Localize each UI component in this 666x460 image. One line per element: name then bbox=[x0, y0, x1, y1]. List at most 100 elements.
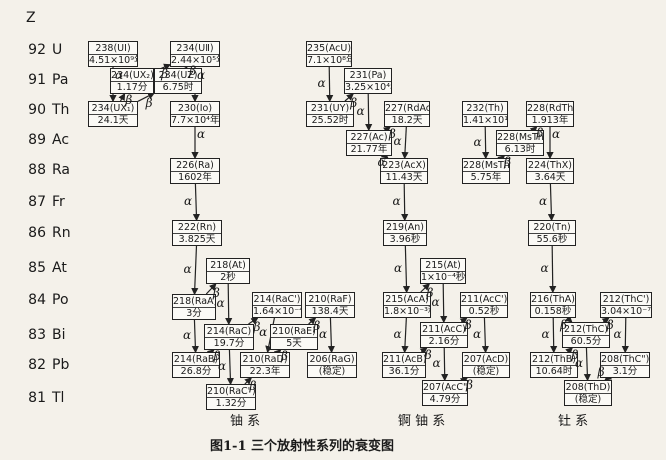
element-symbol: Ra bbox=[52, 162, 70, 178]
nuclide-box: 232(Th)1.41×10¹⁰年 bbox=[462, 101, 508, 127]
beta-decay-label: β bbox=[424, 348, 432, 363]
alpha-decay-label: α bbox=[575, 356, 584, 371]
half-life: 1.17分 bbox=[111, 81, 153, 93]
decay-arrow bbox=[137, 92, 156, 102]
decay-arrow bbox=[565, 347, 574, 355]
element-symbol: Po bbox=[52, 292, 69, 308]
nuclide-box: 211(AcB)36.1分 bbox=[382, 352, 426, 378]
alpha-decay-label: α bbox=[539, 194, 548, 209]
atomic-number: 82 bbox=[28, 357, 46, 373]
decay-arrow bbox=[459, 317, 468, 325]
nuclide-name: 212(ThB) bbox=[532, 354, 576, 365]
nuclide-name: 234(UZ) bbox=[158, 70, 198, 81]
beta-decay-label: β bbox=[213, 349, 221, 364]
half-life: 2.16分 bbox=[421, 335, 467, 347]
element-symbol: Th bbox=[52, 102, 70, 118]
decay-arrow bbox=[327, 317, 335, 354]
nuclide-name: 211(AcC) bbox=[422, 324, 466, 335]
alpha-decay-label: α bbox=[473, 327, 482, 342]
nuclide-name: 230(Io) bbox=[177, 103, 213, 114]
half-life: 6.75时 bbox=[155, 81, 201, 93]
half-life: 21.77年 bbox=[347, 143, 391, 155]
beta-decay-label: β bbox=[388, 126, 396, 141]
alpha-decay-label: α bbox=[552, 126, 561, 141]
nuclide-box: 206(RaG)(稳定) bbox=[307, 352, 357, 378]
figure-caption: 图1-1 三个放射性系列的衰变图 bbox=[210, 439, 395, 454]
beta-decay-label: β bbox=[606, 318, 614, 333]
half-life: 4.51×10⁹年 bbox=[89, 54, 137, 66]
element-symbol: Rn bbox=[52, 225, 71, 241]
nuclide-name: 234(UX₁) bbox=[91, 103, 135, 114]
beta-decay-label: β bbox=[464, 318, 472, 333]
beta-decay-label: β bbox=[281, 348, 288, 363]
alpha-decay-label: α bbox=[377, 155, 386, 170]
decay-arrow bbox=[225, 283, 233, 326]
nuclide-name: 216(ThA) bbox=[531, 294, 575, 305]
nuclide-name: 227(RdAc) bbox=[385, 103, 430, 114]
nuclide-name: 208(ThD) bbox=[565, 382, 611, 393]
nuclide-box: 214(RaC)19.7分 bbox=[204, 324, 254, 350]
alpha-decay-label: α bbox=[216, 296, 225, 311]
nuclide-box: 219(An)3.96秒 bbox=[383, 220, 427, 246]
nuclide-box: 234(UX₁)24.1天 bbox=[88, 101, 138, 127]
alpha-decay-label: α bbox=[613, 326, 622, 341]
decay-arrow bbox=[441, 347, 449, 382]
decay-arrow bbox=[191, 319, 199, 354]
beta-decay-label: β bbox=[161, 67, 169, 82]
nuclide-box: 220(Tn)55.6秒 bbox=[528, 220, 576, 246]
half-life: 0.158秒 bbox=[531, 305, 575, 317]
element-symbol: Pa bbox=[52, 72, 69, 88]
alpha-decay-label: α bbox=[392, 194, 401, 209]
alpha-decay-label: α bbox=[541, 327, 550, 342]
half-life: 10.64时 bbox=[531, 365, 577, 377]
decay-arrow bbox=[244, 377, 253, 385]
half-life: 0.52秒 bbox=[461, 305, 507, 317]
decay-arrow bbox=[440, 283, 448, 324]
nuclide-box: 234(UZ)6.75时 bbox=[154, 68, 202, 94]
nuclide-box: 210(RaC")1.32分 bbox=[206, 384, 256, 410]
nuclide-box: 238(UⅠ)4.51×10⁹年 bbox=[88, 41, 138, 67]
nuclide-box: 234(UX₂)1.17分 bbox=[110, 68, 154, 94]
element-row-label: 88 Ra bbox=[22, 162, 82, 178]
nuclide-box: 211(AcC')0.52秒 bbox=[460, 292, 508, 318]
nuclide-name: 208(ThC") bbox=[601, 354, 650, 365]
half-life: 4.79分 bbox=[423, 393, 467, 405]
half-life: 3.1分 bbox=[601, 365, 649, 377]
alpha-decay-label: α bbox=[317, 76, 326, 91]
series-label-uranium: 铀 系 bbox=[230, 414, 261, 429]
half-life: 11.43天 bbox=[381, 171, 427, 183]
nuclide-box: 226(Ra)1602年 bbox=[170, 158, 220, 184]
element-symbol: Ac bbox=[52, 132, 70, 148]
nuclide-box: 231(UY)25.52时 bbox=[306, 101, 354, 127]
beta-decay-label: β bbox=[189, 63, 197, 78]
nuclide-box: 212(ThB)10.64时 bbox=[530, 352, 578, 378]
nuclide-box: 222(Rn)3.825天 bbox=[172, 220, 222, 246]
beta-decay-label: β bbox=[249, 378, 257, 393]
half-life: 18.2天 bbox=[385, 114, 429, 126]
nuclide-name: 211(AcB) bbox=[383, 354, 426, 365]
alpha-decay-label: α bbox=[197, 126, 206, 141]
series-label-actinium: 锕 铀 系 bbox=[398, 414, 446, 429]
decay-arrow bbox=[308, 317, 317, 325]
element-symbol: Pb bbox=[52, 357, 70, 373]
beta-decay-label: β bbox=[536, 126, 544, 141]
nuclide-box: 214(RaC')1.64×10⁻⁴秒 bbox=[252, 292, 302, 318]
nuclide-name: 218(At) bbox=[210, 260, 246, 271]
element-symbol: Tl bbox=[52, 390, 65, 406]
beta-decay-label: β bbox=[571, 347, 579, 362]
half-life: 1×10⁻⁴秒 bbox=[421, 271, 466, 283]
half-life: 1602年 bbox=[171, 171, 219, 183]
beta-decay-label: β bbox=[350, 95, 358, 110]
decay-arrow bbox=[192, 183, 200, 222]
atomic-number: 88 bbox=[28, 162, 46, 178]
element-row-label: 82 Pb bbox=[22, 357, 82, 373]
half-life: 5.75年 bbox=[463, 171, 509, 183]
alpha-decay-label: α bbox=[432, 356, 441, 371]
nuclide-name: 210(RaF) bbox=[308, 294, 352, 305]
beta-decay-label: β bbox=[145, 96, 153, 111]
nuclide-name: 215(AcA) bbox=[385, 294, 429, 305]
decay-arrow bbox=[550, 317, 558, 354]
